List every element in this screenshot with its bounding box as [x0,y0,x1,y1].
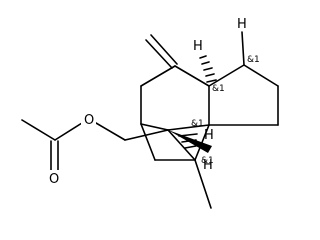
oxygen-carbonyl-background [47,170,62,186]
wedge-bond-lower [168,130,212,153]
bond-c-left-quaternary [140,123,169,131]
bond-methyl-carbonyl [21,119,56,141]
oxygen-ester-background [81,112,96,128]
stereo-label-top-right: &1 [247,55,260,65]
bond-methyl-lower [194,159,212,209]
bond-carbonyl-ester-o [54,122,83,141]
stereo-labels: &1 &1 &1 &1 [191,55,260,166]
bond-hash-top-5 [206,79,217,83]
bond-exo-methylene-a [150,34,178,65]
hydrogen-top-right-label: H [237,17,247,32]
bond-exo-methylene-b [145,39,173,69]
stereo-label-lower: &1 [201,156,214,166]
stereo-label-upper-mid: &1 [212,84,225,94]
stereo-label-center: &1 [191,119,204,129]
bond-cage-4 [140,123,156,161]
molecule-structure: O O H H H H &1 &1 &1 &1 [21,17,279,209]
bond-ring-right-1 [208,64,245,87]
oxygen-carbonyl-label: O [49,172,59,187]
bonds [21,31,279,209]
bond-hash-mid-1 [184,145,197,149]
bond-c-top-left [140,65,176,87]
bond-c-top-right [174,65,210,87]
atom-labels: O O H H H H [47,17,247,187]
bond-hash-top-2 [201,61,210,65]
oxygen-ester-label: O [84,113,94,128]
bond-ester-o-ch2 [95,122,126,141]
bond-hash-top-3 [203,67,213,71]
hydrogen-bridge-top-label: H [193,39,203,54]
bond-ch2-quaternary [124,129,169,141]
bond-h-top-right [241,31,245,66]
hydrogen-bridge-low-label: H [203,158,213,173]
hydrogen-bridge-mid-label: H [204,128,214,143]
bond-hash-top-1 [199,55,207,59]
bond-cage-1 [167,124,210,131]
bond-cage-2 [167,129,196,161]
bond-hash-top-4 [205,73,215,77]
bond-ring-right-2 [243,64,279,87]
